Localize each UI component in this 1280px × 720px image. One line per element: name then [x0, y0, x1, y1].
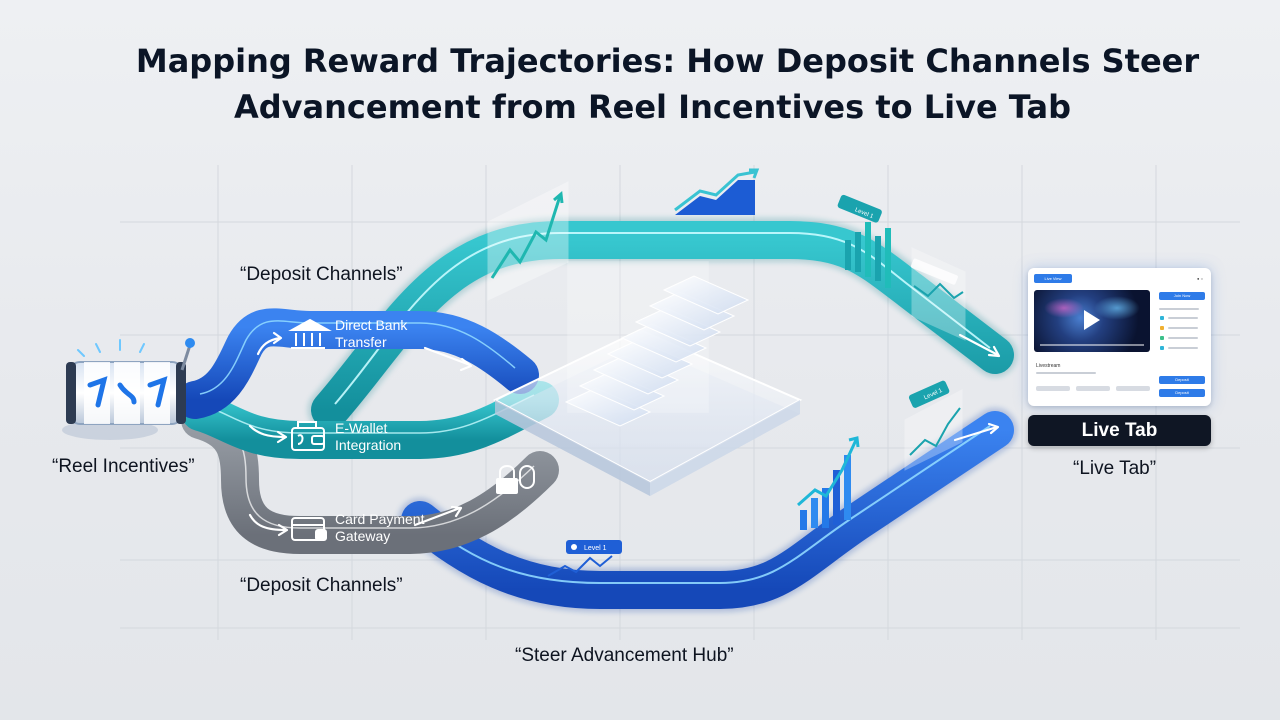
bank-icon [288, 318, 332, 349]
live-tab-button[interactable]: Live Tab [1028, 415, 1211, 446]
channel-card-line1: Card Payment [335, 511, 425, 527]
channel-wallet-line1: E-Wallet [335, 420, 387, 436]
label-reel-incentives: “Reel Incentives” [52, 456, 195, 477]
rising-chart-top [674, 168, 760, 215]
title-line-2: Advancement from Reel Incentives to Live… [233, 88, 1071, 126]
channel-bank-line1: Direct Bank [335, 317, 408, 333]
blue-bank-track [176, 308, 539, 419]
channel-bank-line2: Transfer [335, 334, 387, 350]
label-deposit-channels-top: “Deposit Channels” [240, 264, 403, 285]
level-badge-top: Level 1 [837, 194, 882, 223]
card-icon [291, 517, 327, 541]
panel-side-button[interactable]: Join Now [1159, 292, 1205, 300]
play-icon[interactable] [1084, 310, 1100, 330]
title-line-1: Mapping Reward Trajectories: How Deposit… [135, 42, 1200, 80]
diagram-title: Mapping Reward Trajectories: How Deposit… [0, 38, 1280, 130]
bar-chart-top-right [845, 222, 966, 341]
panel-caption: Livestream [1036, 363, 1061, 369]
wallet-icon [291, 421, 325, 451]
video-progress[interactable] [1040, 344, 1144, 346]
video-player[interactable] [1034, 290, 1150, 352]
live-tab-preview: Live View ● ○ Join Now Livestream Deposi… [1028, 268, 1211, 406]
bottom-sparkline [547, 555, 613, 577]
level-badge-bottom: Level 1 [566, 540, 622, 554]
label-deposit-channels-bottom: “Deposit Channels” [240, 575, 403, 596]
panel-action-2[interactable]: Deposit [1159, 389, 1205, 397]
level-badge-bottom-text: Level 1 [584, 545, 607, 552]
label-steer-hub: “Steer Advancement Hub” [515, 645, 734, 666]
panel-header-icons: ● ○ [1197, 276, 1203, 281]
lock-icon [496, 465, 535, 494]
channel-wallet-line2: Integration [335, 437, 401, 453]
blue-lower-track [398, 408, 1017, 612]
stairs [564, 275, 750, 427]
label-live-tab-quote: “Live Tab” [1073, 458, 1157, 479]
slot-reel-icon [62, 338, 195, 440]
panel-action-1[interactable]: Deposit [1159, 376, 1205, 384]
panel-tab: Live View [1034, 274, 1072, 283]
track-arrows [248, 331, 1001, 537]
bar-chart-bottom-right [797, 389, 963, 530]
channel-card-line2: Gateway [335, 528, 390, 544]
rising-chart-left [487, 181, 569, 301]
